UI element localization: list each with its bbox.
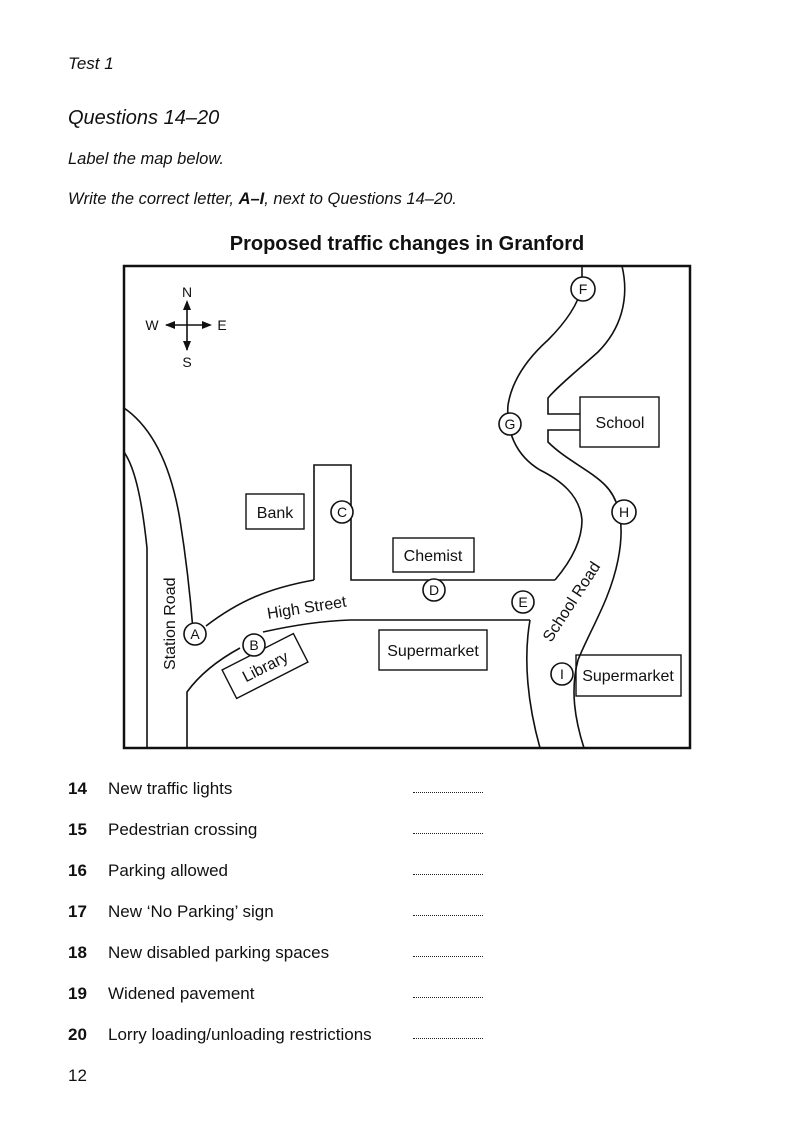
bank-box <box>245 493 305 530</box>
marker-c-label: C <box>337 504 347 520</box>
high-street-north-edge-west <box>205 579 315 627</box>
question-number: 15 <box>68 820 87 839</box>
question-text: New traffic lights <box>108 779 233 798</box>
marker-b: B <box>242 633 266 657</box>
school-label: School <box>596 415 645 432</box>
marker-a: A <box>183 622 207 646</box>
school-road-west-edge <box>506 266 583 581</box>
compass-s-label: S <box>182 354 191 370</box>
supermarket-high-street-label: Supermarket <box>387 643 479 660</box>
supermarket-high-street-box <box>378 629 488 671</box>
marker-i: I <box>550 662 574 686</box>
marker-e: E <box>511 590 535 614</box>
supermarket-school-road-box <box>575 654 682 697</box>
map-title: Proposed traffic changes in Granford <box>229 233 585 255</box>
question-number: 18 <box>68 943 87 962</box>
school-road-west-edge-south <box>526 619 541 749</box>
marker-d: D <box>422 578 446 602</box>
answer-blank[interactable] <box>413 915 483 916</box>
answer-blank[interactable] <box>413 833 483 834</box>
question-number: 19 <box>68 984 87 1003</box>
map-frame <box>122 264 692 750</box>
compass-n-label: N <box>182 284 192 300</box>
instruction-write-letter: Write the correct letter, A–I, next to Q… <box>68 190 457 209</box>
question-text: New ‘No Parking’ sign <box>108 902 274 921</box>
side-road-edge <box>313 464 555 581</box>
high-street-label: High Street <box>266 594 348 623</box>
instruction-letter-range: A–I <box>238 190 265 208</box>
instruction-text-post: , next to Questions 14–20. <box>264 190 457 208</box>
question-text: Lorry loading/unloading restrictions <box>108 1025 372 1044</box>
chemist-box <box>392 537 475 573</box>
station-road-west-edge <box>123 451 148 748</box>
station-road-east-edge <box>123 407 194 631</box>
question-text: Parking allowed <box>108 861 229 880</box>
marker-b-label: B <box>249 637 258 653</box>
chemist-label: Chemist <box>404 548 463 565</box>
compass-icon <box>165 300 212 351</box>
marker-a-label: A <box>190 626 200 642</box>
marker-d-label: D <box>429 582 439 598</box>
school-box <box>579 396 660 448</box>
marker-c: C <box>330 500 354 524</box>
answer-blank[interactable] <box>413 1038 483 1039</box>
question-number: 16 <box>68 861 87 880</box>
page-number: 12 <box>68 1066 87 1085</box>
question-text: Pedestrian crossing <box>108 820 258 839</box>
instruction-label-map: Label the map below. <box>68 150 224 168</box>
station-road-east-edge-south <box>186 647 241 748</box>
marker-i-label: I <box>560 666 564 682</box>
bank-label: Bank <box>257 505 294 522</box>
compass-w-label: W <box>145 317 159 333</box>
instruction-text-pre: Write the correct letter, <box>68 190 239 208</box>
school-road-label: School Road <box>540 559 604 645</box>
question-number: 17 <box>68 902 87 921</box>
school-road-east-edge-north <box>547 265 626 415</box>
section-heading: Questions 14–20 <box>68 107 220 129</box>
answer-blank[interactable] <box>413 874 483 875</box>
running-head: Test 1 <box>68 54 114 73</box>
marker-h-label: H <box>619 504 629 520</box>
school-road-east-edge-south <box>547 429 622 749</box>
high-street-south-edge <box>262 619 530 633</box>
question-text: Widened pavement <box>108 984 255 1003</box>
marker-f-label: F <box>579 281 588 297</box>
marker-g: G <box>498 412 522 436</box>
answer-blank[interactable] <box>413 997 483 998</box>
marker-h: H <box>611 499 637 525</box>
marker-e-label: E <box>518 594 527 610</box>
answer-blank[interactable] <box>413 792 483 793</box>
question-text: New disabled parking spaces <box>108 943 330 962</box>
marker-f: F <box>570 276 596 302</box>
compass-e-label: E <box>217 317 226 333</box>
supermarket-school-road-label: Supermarket <box>582 668 674 685</box>
marker-g-label: G <box>505 416 516 432</box>
question-number: 14 <box>68 779 87 798</box>
question-number: 20 <box>68 1025 87 1044</box>
answer-blank[interactable] <box>413 956 483 957</box>
station-road-label: Station Road <box>162 577 179 670</box>
